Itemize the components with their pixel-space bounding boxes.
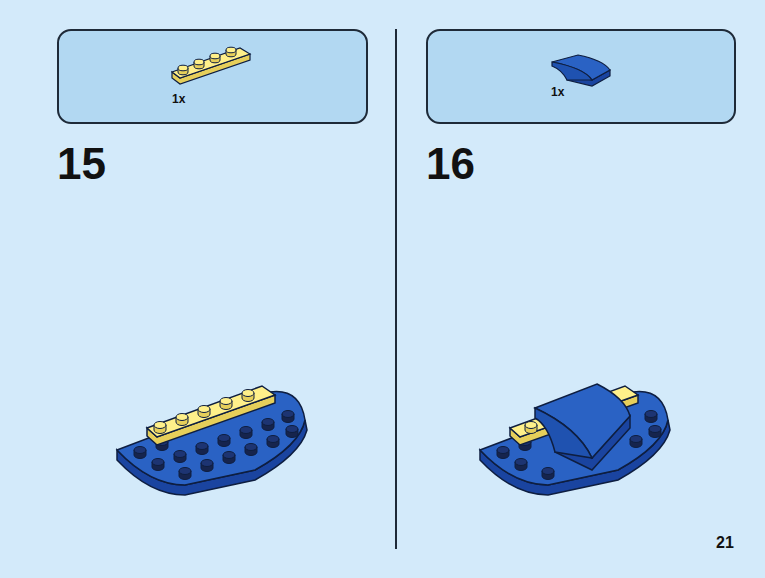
quantity-label: 1x <box>551 85 564 99</box>
step-number: 16 <box>426 142 475 186</box>
yellow-studs <box>525 422 537 434</box>
stud <box>174 451 186 463</box>
blue-slope-part <box>428 31 734 122</box>
stud <box>245 444 257 456</box>
stud <box>154 422 166 434</box>
parts-callout: 1x <box>426 29 736 124</box>
stud <box>134 447 146 459</box>
blue-curved-slope <box>535 384 630 470</box>
stud <box>515 459 527 471</box>
stud <box>152 459 164 471</box>
stud <box>262 419 274 431</box>
stud <box>645 411 657 423</box>
stud <box>223 452 235 464</box>
stud <box>201 460 213 472</box>
stud <box>286 426 298 438</box>
stud <box>176 414 188 426</box>
page-number: 21 <box>716 535 734 551</box>
yellow-plate <box>147 386 275 445</box>
stud <box>267 436 279 448</box>
stud <box>649 426 661 438</box>
stud <box>240 427 252 439</box>
divider-line <box>395 29 397 549</box>
yellow-plate-part <box>59 31 366 122</box>
stud <box>198 406 210 418</box>
stud <box>242 390 254 402</box>
stud <box>525 422 537 434</box>
stud <box>282 411 294 423</box>
stud <box>218 435 230 447</box>
stud <box>630 436 642 448</box>
stud <box>542 468 554 480</box>
stud <box>497 447 509 459</box>
step-number: 15 <box>57 142 106 186</box>
stud <box>196 443 208 455</box>
stud <box>220 398 232 410</box>
parts-callout: 1x <box>57 29 368 124</box>
quantity-label: 1x <box>172 92 185 106</box>
yellow-studs <box>154 390 254 434</box>
stud <box>179 468 191 480</box>
